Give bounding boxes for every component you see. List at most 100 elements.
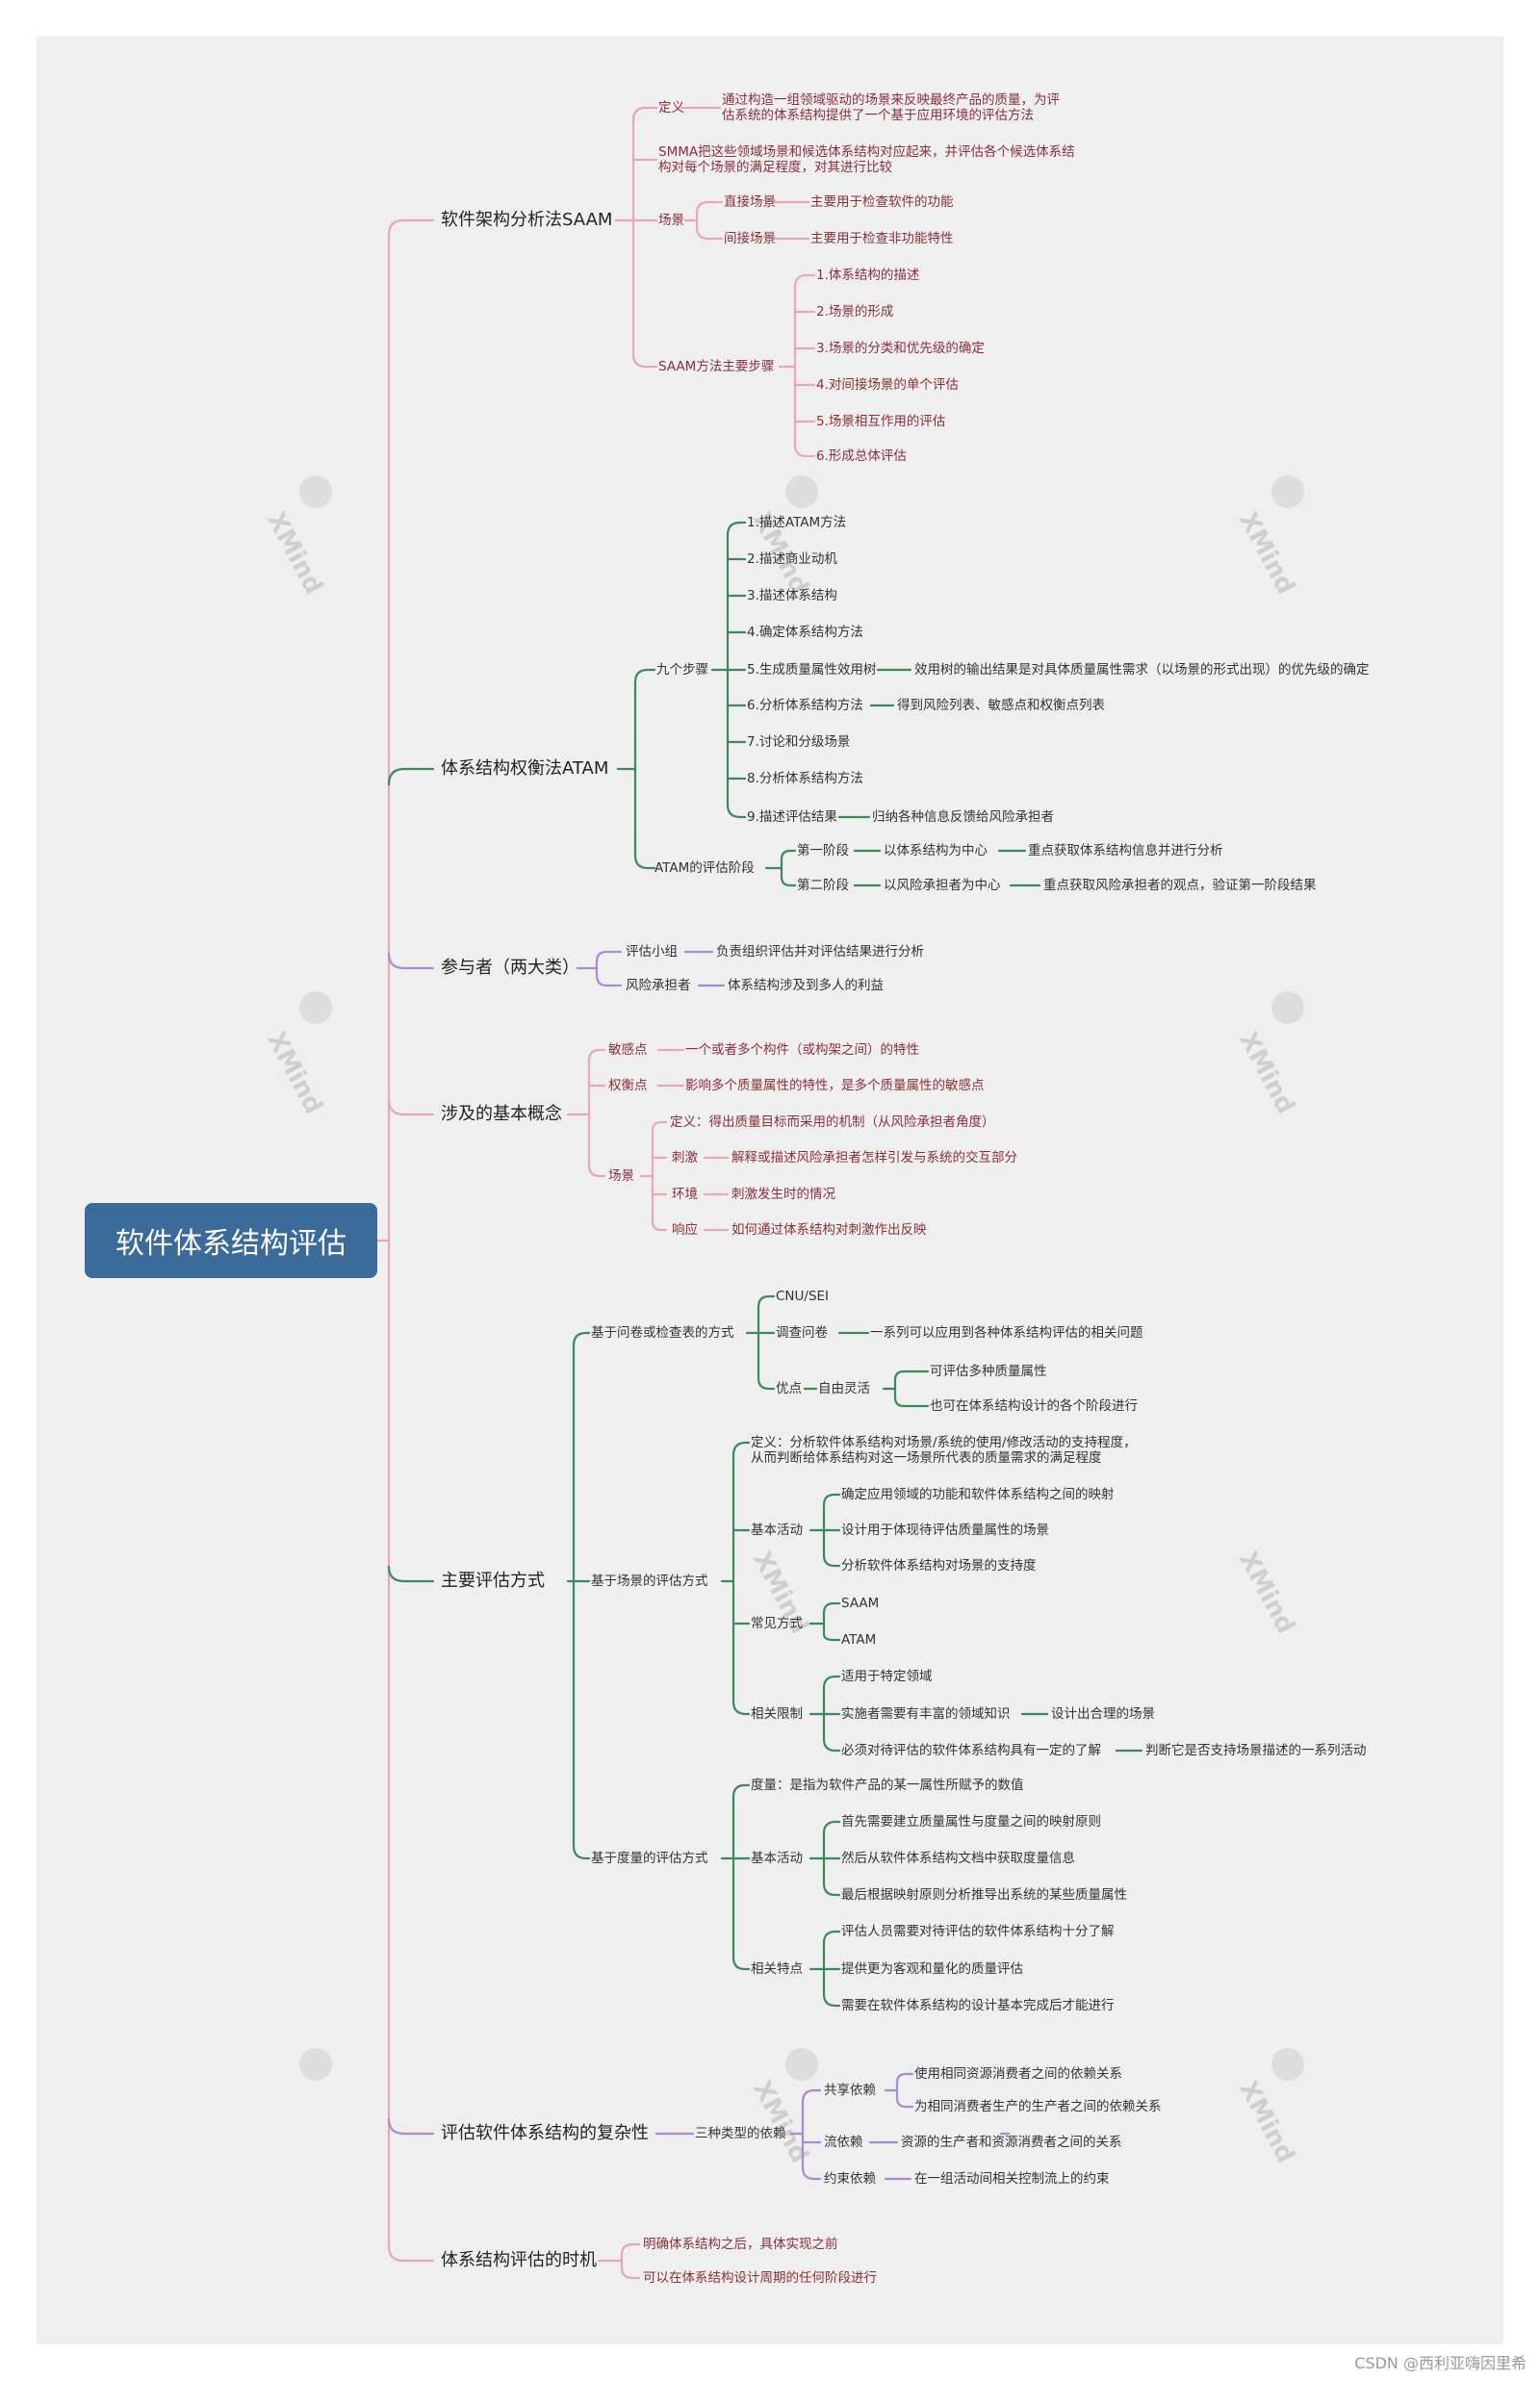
atam-step[interactable]: 2.描述商业动机 [747, 551, 837, 567]
method-m-feat-item[interactable]: 评估人员需要对待评估的软件体系结构十分了解 [841, 1924, 1115, 1939]
method-q-survey[interactable]: 调查问卷 [776, 1325, 828, 1341]
concept-sens-desc[interactable]: 一个或者多个构件（或构架之间）的特性 [685, 1042, 919, 1058]
saam-direct[interactable]: 直接场景 [724, 194, 776, 210]
atam-step[interactable]: 1.描述ATAM方法 [747, 515, 847, 530]
atam-step[interactable]: 9.描述评估结果 [747, 809, 837, 825]
saam-direct-desc[interactable]: 主要用于检查软件的功能 [810, 194, 954, 210]
atam-step[interactable]: 4.确定体系结构方法 [747, 625, 863, 640]
atam-phase1-a[interactable]: 以体系结构为中心 [884, 843, 988, 858]
branch-participants[interactable]: 参与者（两大类） [441, 958, 579, 978]
method-s-limit-3-desc[interactable]: 判断它是否支持场景描述的一系列活动 [1145, 1743, 1367, 1758]
concept-scene[interactable]: 场景 [608, 1168, 634, 1184]
complexity-flow[interactable]: 流依赖 [824, 2135, 863, 2150]
method-questionnaire[interactable]: 基于问卷或检查表的方式 [591, 1325, 734, 1341]
participants-stake-desc[interactable]: 体系结构涉及到多人的利益 [728, 978, 884, 993]
participants-team[interactable]: 评估小组 [626, 944, 678, 960]
concept-stim-desc[interactable]: 解释或描述风险承担者怎样引发与系统的交互部分 [732, 1150, 1017, 1165]
method-m-def[interactable]: 度量：是指为软件产品的某一属性所赋予的数值 [751, 1778, 1024, 1793]
atam-step[interactable]: 8.分析体系结构方法 [747, 771, 863, 786]
method-q-adv[interactable]: 优点 [776, 1381, 802, 1396]
atam-phase1-b[interactable]: 重点获取体系结构信息并进行分析 [1028, 843, 1223, 858]
method-s-limit-item[interactable]: 实施者需要有丰富的领域知识 [841, 1706, 1011, 1722]
method-q-cnu[interactable]: CNU/SEI [776, 1289, 830, 1304]
method-s-common-item[interactable]: ATAM [841, 1632, 877, 1648]
participants-stake[interactable]: 风险承担者 [626, 978, 691, 993]
method-m-basic-item[interactable]: 然后从软件体系结构文档中获取度量信息 [841, 1851, 1075, 1866]
concept-env[interactable]: 环境 [672, 1187, 698, 1202]
atam-step9-desc[interactable]: 归纳各种信息反馈给风险承担者 [872, 809, 1054, 825]
method-s-def-1[interactable]: 定义：分析软件体系结构对场景/系统的使用/修改活动的支持程度， [751, 1435, 1137, 1450]
atam-phase1[interactable]: 第一阶段 [797, 843, 849, 858]
saam-def-text-2[interactable]: 估系统的体系结构提供了一个基于应用环境的评估方法 [722, 108, 1034, 123]
atam-phase-label[interactable]: ATAM的评估阶段 [654, 860, 755, 876]
method-m-basic-item[interactable]: 首先需要建立质量属性与度量之间的映射原则 [841, 1814, 1101, 1830]
complexity-share-1[interactable]: 使用相同资源消费者之间的依赖关系 [914, 2066, 1122, 2082]
method-s-limit-2-desc[interactable]: 设计出合理的场景 [1051, 1706, 1155, 1722]
concept-trade-desc[interactable]: 影响多个质量属性的特性，是多个质量属性的敏感点 [685, 1078, 985, 1093]
timing-1[interactable]: 明确体系结构之后，具体实现之前 [643, 2237, 838, 2252]
method-s-limit[interactable]: 相关限制 [751, 1706, 803, 1722]
method-m-feat-item[interactable]: 提供更为客观和量化的质量评估 [841, 1961, 1023, 1977]
method-s-basic-item[interactable]: 分析软件体系结构对场景的支持度 [841, 1558, 1037, 1574]
branch-methods[interactable]: 主要评估方式 [441, 1571, 545, 1591]
complexity-flow-desc[interactable]: 资源的生产者和资源消费者之间的关系 [901, 2135, 1122, 2150]
saam-scene-label[interactable]: 场景 [658, 213, 684, 228]
complexity-share[interactable]: 共享依赖 [824, 2083, 876, 2098]
method-s-def-2[interactable]: 从而判断给体系结构对这一场景所代表的质量需求的满足程度 [751, 1450, 1102, 1466]
participants-team-desc[interactable]: 负责组织评估并对评估结果进行分析 [716, 944, 924, 960]
timing-2[interactable]: 可以在体系结构设计周期的任何阶段进行 [643, 2270, 877, 2286]
atam-step[interactable]: 5.生成质量属性效用树 [747, 662, 877, 678]
saam-smma-2[interactable]: 构对每个场景的满足程度，对其进行比较 [658, 160, 892, 175]
saam-step[interactable]: 3.场景的分类和优先级的确定 [816, 341, 985, 356]
branch-concepts[interactable]: 涉及的基本概念 [441, 1104, 562, 1124]
saam-step[interactable]: 1.体系结构的描述 [816, 268, 920, 283]
method-s-limit-item[interactable]: 适用于特定领域 [841, 1669, 933, 1684]
branch-atam[interactable]: 体系结构权衡法ATAM [441, 758, 609, 779]
method-s-basic[interactable]: 基本活动 [751, 1523, 803, 1538]
saam-step[interactable]: 2.场景的形成 [816, 304, 894, 320]
saam-indirect[interactable]: 间接场景 [724, 231, 776, 246]
method-s-limit-item[interactable]: 必须对待评估的软件体系结构具有一定的了解 [841, 1743, 1101, 1758]
atam-phase2[interactable]: 第二阶段 [797, 878, 849, 893]
atam-step[interactable]: 3.描述体系结构 [747, 588, 837, 603]
atam-nine-label[interactable]: 九个步骤 [656, 662, 708, 678]
branch-complexity[interactable]: 评估软件体系结构的复杂性 [441, 2123, 649, 2143]
complexity-cons-desc[interactable]: 在一组活动间相关控制流上的约束 [914, 2171, 1110, 2187]
saam-step[interactable]: 4.对间接场景的单个评估 [816, 377, 959, 393]
complexity-share-2[interactable]: 为相同消费者生产的生产者之间的依赖关系 [914, 2099, 1162, 2114]
method-scenario[interactable]: 基于场景的评估方式 [591, 1574, 708, 1589]
concept-resp[interactable]: 响应 [672, 1222, 698, 1238]
root-topic[interactable]: 软件体系结构评估 [85, 1203, 377, 1278]
atam-phase2-b[interactable]: 重点获取风险承担者的观点，验证第一阶段结果 [1043, 878, 1317, 893]
saam-def-text-1[interactable]: 通过构造一组领域驱动的场景来反映最终产品的质量，为评 [722, 92, 1060, 108]
method-s-basic-item[interactable]: 确定应用领域的功能和软件体系结构之间的映射 [841, 1487, 1115, 1502]
concept-env-desc[interactable]: 刺激发生时的情况 [732, 1187, 835, 1202]
saam-step[interactable]: 6.形成总体评估 [816, 448, 907, 464]
method-s-common[interactable]: 常见方式 [751, 1616, 803, 1631]
method-q-flex[interactable]: 自由灵活 [818, 1381, 870, 1396]
concept-sens[interactable]: 敏感点 [608, 1042, 648, 1058]
saam-step[interactable]: 5.场景相互作用的评估 [816, 414, 946, 429]
atam-step[interactable]: 6.分析体系结构方法 [747, 698, 863, 713]
atam-step[interactable]: 7.讨论和分级场景 [747, 734, 851, 750]
method-q-flex-1[interactable]: 可评估多种质量属性 [930, 1364, 1047, 1379]
atam-step6-desc[interactable]: 得到风险列表、敏感点和权衡点列表 [897, 698, 1105, 713]
saam-smma-1[interactable]: SMMA把这些领域场景和候选体系结构对应起来，并评估各个候选体系结 [658, 144, 1075, 160]
atam-step5-desc[interactable]: 效用树的输出结果是对具体质量属性需求（以场景的形式出现）的优先级的确定 [914, 662, 1370, 678]
method-q-survey-desc[interactable]: 一系列可以应用到各种体系结构评估的相关问题 [870, 1325, 1143, 1341]
branch-saam[interactable]: 软件架构分析法SAAM [441, 210, 613, 230]
saam-indirect-desc[interactable]: 主要用于检查非功能特性 [810, 231, 954, 246]
complexity-three[interactable]: 三种类型的依赖 [695, 2126, 786, 2141]
method-q-flex-2[interactable]: 也可在体系结构设计的各个阶段进行 [930, 1398, 1138, 1414]
branch-timing[interactable]: 体系结构评估的时机 [441, 2250, 597, 2270]
saam-steps-label[interactable]: SAAM方法主要步骤 [658, 359, 775, 374]
saam-def-label[interactable]: 定义 [658, 100, 684, 115]
method-s-basic-item[interactable]: 设计用于体现待评估质量属性的场景 [841, 1523, 1049, 1538]
complexity-cons[interactable]: 约束依赖 [824, 2171, 876, 2187]
concept-stim[interactable]: 刺激 [672, 1150, 698, 1165]
concept-resp-desc[interactable]: 如何通过体系结构对刺激作出反映 [732, 1222, 927, 1238]
method-m-feat[interactable]: 相关特点 [751, 1961, 803, 1977]
method-m-basic-item[interactable]: 最后根据映射原则分析推导出系统的某些质量属性 [841, 1887, 1127, 1903]
method-metric[interactable]: 基于度量的评估方式 [591, 1851, 708, 1866]
concept-scene-def[interactable]: 定义：得出质量目标而采用的机制（从风险承担者角度） [670, 1114, 995, 1130]
